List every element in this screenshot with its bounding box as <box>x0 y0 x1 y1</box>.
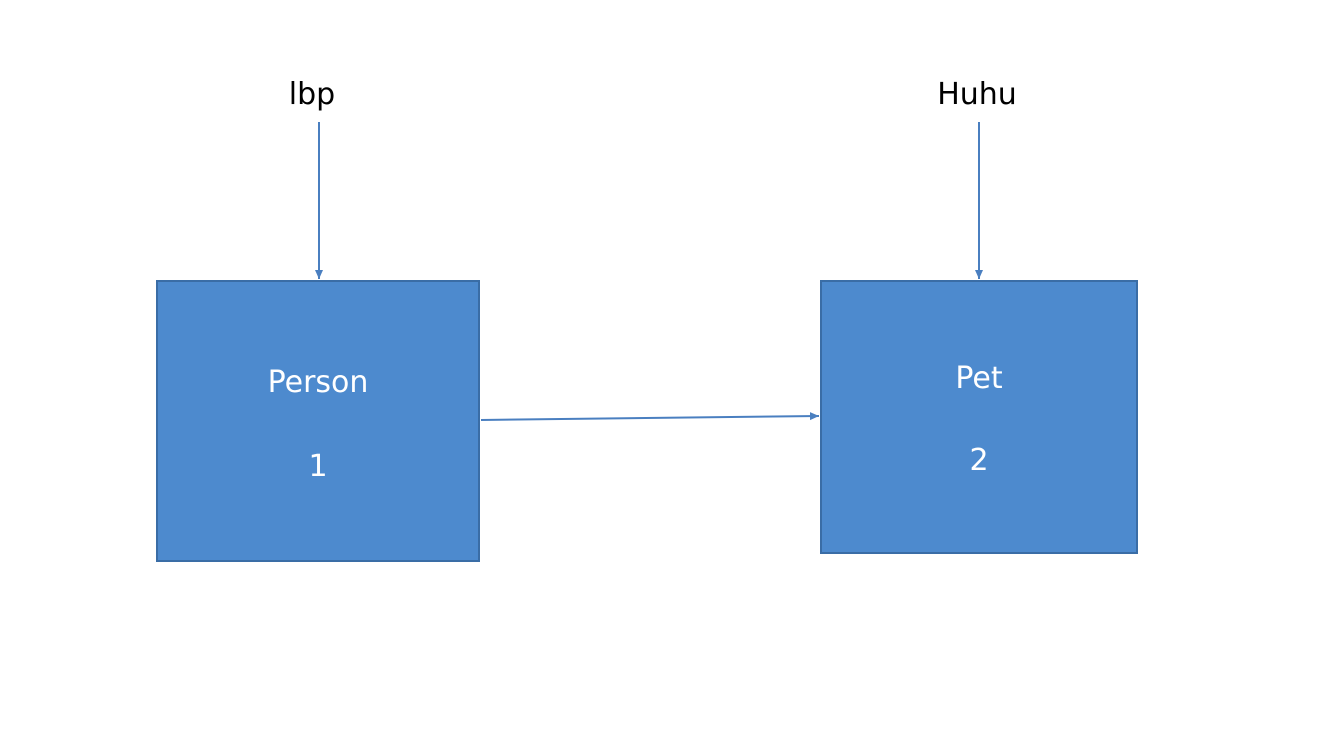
person-object-name: Person <box>267 365 369 400</box>
pet-object-name: Pet <box>955 361 1003 396</box>
pet-object-box: Pet 2 <box>820 280 1138 554</box>
reference-label-huhu: Huhu <box>937 77 1017 112</box>
person-object-id: 1 <box>308 449 328 484</box>
reference-label-lbp: lbp <box>288 77 336 112</box>
person-object-box: Person 1 <box>156 280 480 562</box>
arrow-person-to-pet <box>480 412 820 421</box>
pet-object-id: 2 <box>969 443 989 478</box>
